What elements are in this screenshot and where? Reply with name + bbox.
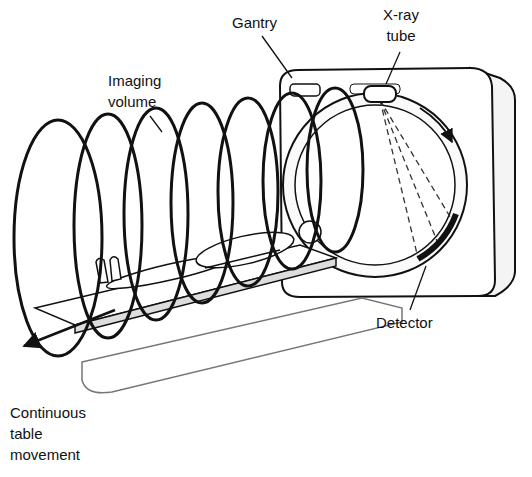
part-label: Gantry xyxy=(232,12,302,33)
part-label: Imaging volume xyxy=(108,70,180,112)
movement-arrow xyxy=(24,310,115,346)
rotation-arrow xyxy=(420,108,452,142)
x-ray-fan-beam xyxy=(380,100,452,258)
part-label: Detector xyxy=(376,312,456,333)
leader-lines xyxy=(150,36,426,310)
patient-figure xyxy=(96,221,321,294)
x-ray-tube-symbol xyxy=(364,86,396,102)
part-label: X-ray tube xyxy=(372,4,430,46)
motion-label: Continuous table movement xyxy=(10,402,106,465)
detector-arc xyxy=(418,214,456,259)
imaging-volume-helix xyxy=(14,88,363,356)
